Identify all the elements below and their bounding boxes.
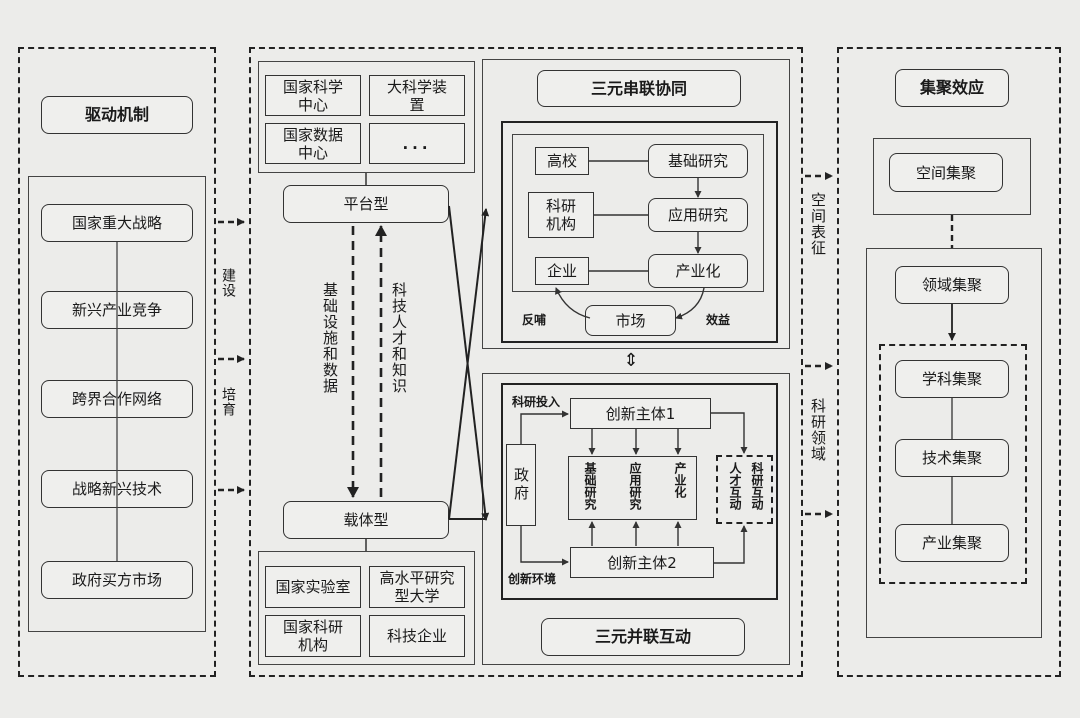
parallel-inner	[501, 383, 778, 600]
cluster-title: 集聚效应	[895, 69, 1009, 107]
spatial-frame	[873, 138, 1031, 215]
cluster-frame	[837, 47, 1061, 677]
carrier-type: 载体型	[283, 501, 449, 539]
research-input-label: 科研投入	[512, 395, 561, 409]
serial-inner	[501, 121, 778, 343]
domain-cluster: 领域集聚	[895, 266, 1009, 304]
research-institute-label: 科研机构	[545, 197, 576, 233]
driver-frame	[18, 47, 216, 677]
driver-title: 驱动机制	[41, 96, 193, 134]
bottom-item-label: 高水平研究型大学	[379, 569, 455, 605]
double-arrow-icon: ⇕	[623, 350, 639, 371]
driver-list-frame	[28, 176, 206, 632]
top-item: 国家数据中心	[265, 123, 361, 164]
interaction-box	[716, 455, 773, 524]
core-frame	[249, 47, 803, 677]
arrow-label-research-domain: 科研领域	[809, 398, 827, 462]
basic-label: 基础研究	[583, 462, 597, 510]
research-interaction-label: 科研互动	[750, 462, 764, 510]
top-item: 大科学装置	[369, 75, 465, 116]
government-box: 政府	[506, 444, 536, 526]
serial-frame	[482, 59, 790, 349]
government-label: 政府	[512, 467, 530, 503]
serial-core	[512, 134, 764, 292]
arrow-label-build: 建设	[220, 268, 236, 298]
talent-label: 人才互动	[728, 462, 742, 510]
industry-label: 产业化	[673, 462, 687, 498]
market-box: 市场	[585, 305, 676, 336]
applied-label: 应用研究	[628, 462, 642, 510]
industrialization-box: 产业化	[648, 254, 748, 288]
feedback-label: 反哺	[522, 313, 547, 327]
driver-item: 政府买方市场	[41, 561, 193, 599]
subject2-box: 创新主体2	[570, 547, 714, 578]
serial-title: 三元串联协同	[537, 70, 741, 107]
discipline-cluster: 学科集聚	[895, 360, 1009, 398]
bottom-item-label: 国家科研机构	[282, 618, 343, 654]
top-item-label: 国家数据中心	[282, 125, 343, 162]
bottom-item: 国家实验室	[265, 566, 361, 608]
arrow-label-spatial: 空间表征	[809, 192, 827, 256]
technology-cluster: 技术集聚	[895, 439, 1009, 477]
top-items-frame	[258, 61, 475, 173]
applied-research-box: 应用研究	[648, 198, 748, 232]
bottom-item: 高水平研究型大学	[369, 566, 465, 608]
basic-research-box: 基础研究	[648, 144, 748, 178]
domain-frame	[866, 248, 1042, 638]
subdomain-frame	[879, 344, 1027, 584]
bottom-item: 科技企业	[369, 615, 465, 657]
research-institute-box: 科研机构	[528, 192, 594, 238]
flow-infrastructure: 基础设施和数据	[321, 282, 339, 394]
university-box: 高校	[535, 147, 589, 175]
top-item: 国家科学中心	[265, 75, 361, 116]
industry-cluster: 产业集聚	[895, 524, 1009, 562]
top-item-label: 国家科学中心	[282, 77, 343, 114]
subject1-box: 创新主体1	[570, 398, 711, 429]
bottom-item: 国家科研机构	[265, 615, 361, 657]
enterprise-box: 企业	[535, 257, 589, 285]
spatial-cluster: 空间集聚	[889, 153, 1003, 192]
driver-item: 国家重大战略	[41, 204, 193, 242]
platform-type: 平台型	[283, 185, 449, 223]
flow-talent: 科技人才和知识	[390, 282, 408, 394]
top-item-label: 大科学装置	[386, 77, 447, 114]
top-item: ...	[369, 123, 465, 164]
arrow-label-cultivate: 培育	[220, 387, 236, 417]
bottom-items-frame	[258, 551, 475, 665]
environment-label: 创新环境	[508, 572, 557, 586]
research-chain-box	[568, 456, 697, 520]
benefit-label: 效益	[706, 313, 731, 327]
parallel-title: 三元并联互动	[541, 618, 745, 656]
